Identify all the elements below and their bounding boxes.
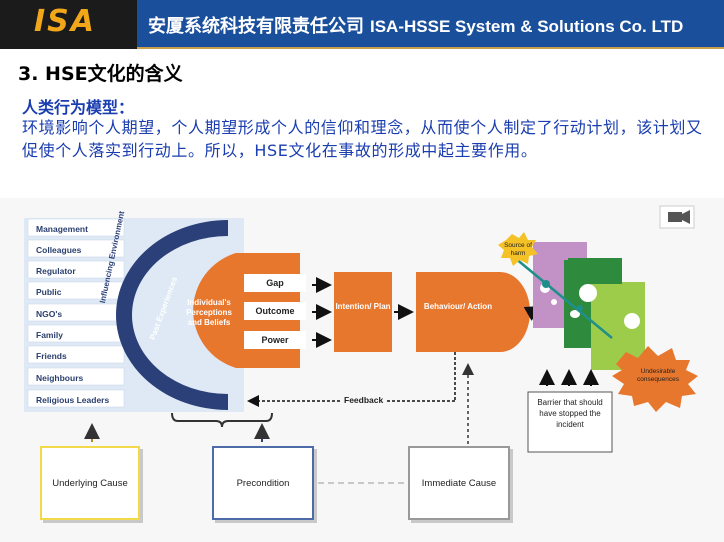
env-item-public: Public — [36, 287, 62, 297]
header-bar: ISA 安厦系统科技有限责任公司 ISA-HSSE System & Soluti… — [0, 0, 724, 49]
past-experiences-arc — [116, 220, 228, 410]
company-name-en: ISA-HSSE System & Solutions Co. LTD — [370, 17, 684, 36]
perceptions-label: Individual's Perceptions and Beliefs — [186, 298, 232, 327]
env-item-religious-leaders: Religious Leaders — [36, 395, 110, 405]
barrier-label: Barrier that should have stopped the inc… — [537, 398, 603, 429]
env-item-management: Management — [36, 224, 88, 234]
feedback-label: Feedback — [342, 395, 386, 405]
intention-label: Intention/ Plan — [335, 302, 391, 311]
env-item-regulator: Regulator — [36, 266, 76, 276]
factor-gap: Gap — [244, 274, 306, 292]
underlying-cause-label: Underlying Cause — [52, 477, 128, 489]
section-title: 3. HSE文化的含义 — [18, 63, 183, 85]
description-text: 环境影响个人期望，个人期望形成个人的信仰和理念，从而使个人制定了行动计划，该计划… — [22, 118, 703, 160]
video-camera-icon — [659, 205, 695, 229]
behaviour-label: Behaviour/ Action — [423, 302, 493, 311]
env-item-family: Family — [36, 330, 63, 340]
logo-text: ISA — [34, 4, 96, 39]
env-item-ngos: NGO's — [36, 309, 63, 319]
env-item-colleagues: Colleagues — [36, 245, 82, 255]
model-label: 人类行为模型： — [22, 98, 135, 117]
precondition-box: Precondition — [212, 446, 314, 520]
precondition-label: Precondition — [236, 477, 290, 489]
source-of-harm-burst — [498, 232, 538, 266]
undesirable-consequences-burst — [612, 346, 698, 412]
immediate-cause-box: Immediate Cause — [408, 446, 510, 520]
barrier-box — [527, 391, 613, 453]
factor-power: Power — [244, 331, 306, 349]
logo: ISA — [0, 0, 137, 49]
diagram-graphics — [24, 205, 698, 484]
company-title: 安厦系统科技有限责任公司 ISA-HSSE System & Solutions … — [148, 12, 683, 38]
undesirable-label: Undesirable consequences — [637, 368, 679, 383]
env-item-friends: Friends — [36, 351, 67, 361]
intention-box — [334, 272, 392, 352]
immediate-cause-label: Immediate Cause — [421, 477, 497, 489]
env-item-neighbours: Neighbours — [36, 373, 84, 383]
company-name-cn: 安厦系统科技有限责任公司 — [148, 16, 364, 37]
underlying-cause-box: Underlying Cause — [40, 446, 140, 520]
factor-outcome: Outcome — [244, 302, 306, 320]
behaviour-shape — [416, 272, 530, 352]
human-behaviour-model-diagram: Management Colleagues Regulator Public N… — [0, 198, 724, 542]
header-divider — [137, 47, 724, 49]
source-of-harm-label: Source of harm — [504, 242, 532, 257]
